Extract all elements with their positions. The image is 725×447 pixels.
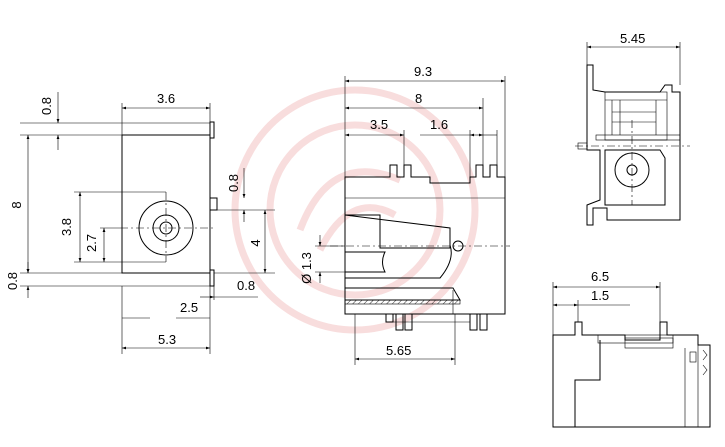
dim-bottom-pin-offset: 1.5 <box>591 288 609 303</box>
dim-side-tab-width: 1.6 <box>430 117 448 132</box>
dim-front-bottom-offset: 0.8 <box>5 272 20 290</box>
front-view: 3.6 8 0.8 0.8 3.8 2.7 0.8 4 0.8 2.5 5.3 <box>5 91 275 354</box>
dim-pin-gap: 0.8 <box>237 278 255 293</box>
front-bottom-tab <box>209 269 215 287</box>
front-top-tab <box>209 121 215 139</box>
dim-rear-width: 5.45 <box>620 31 645 46</box>
dim-bore-diameter: Ø 1.3 <box>299 252 314 284</box>
dim-bottom-width: 6.5 <box>591 269 609 284</box>
dim-front-width-top: 3.6 <box>157 91 175 106</box>
dim-center-height: 2.7 <box>84 234 99 252</box>
side-view: 9.3 8 3.5 1.6 Ø 1.3 5.65 <box>299 64 510 365</box>
dim-front-width-bottom: 5.3 <box>158 332 176 347</box>
dim-jack-height: 3.8 <box>59 218 74 236</box>
dim-side-length-total: 9.3 <box>414 64 432 79</box>
rear-view: 5.45 <box>575 31 690 226</box>
dim-front-top-offset: 0.8 <box>39 97 54 115</box>
dim-pin-span: 4 <box>248 239 263 246</box>
dim-front-height-total: 8 <box>9 201 24 208</box>
bottom-view: 6.5 1.5 <box>552 269 711 428</box>
dim-pin-offset: 0.8 <box>226 174 241 192</box>
dim-side-length-body: 8 <box>415 91 422 106</box>
front-side-pin <box>209 197 218 211</box>
dim-pin-position: 2.5 <box>180 300 198 315</box>
dim-side-tab-pos: 3.5 <box>370 117 388 132</box>
dim-bottom-tab-pos: 5.65 <box>386 343 411 358</box>
